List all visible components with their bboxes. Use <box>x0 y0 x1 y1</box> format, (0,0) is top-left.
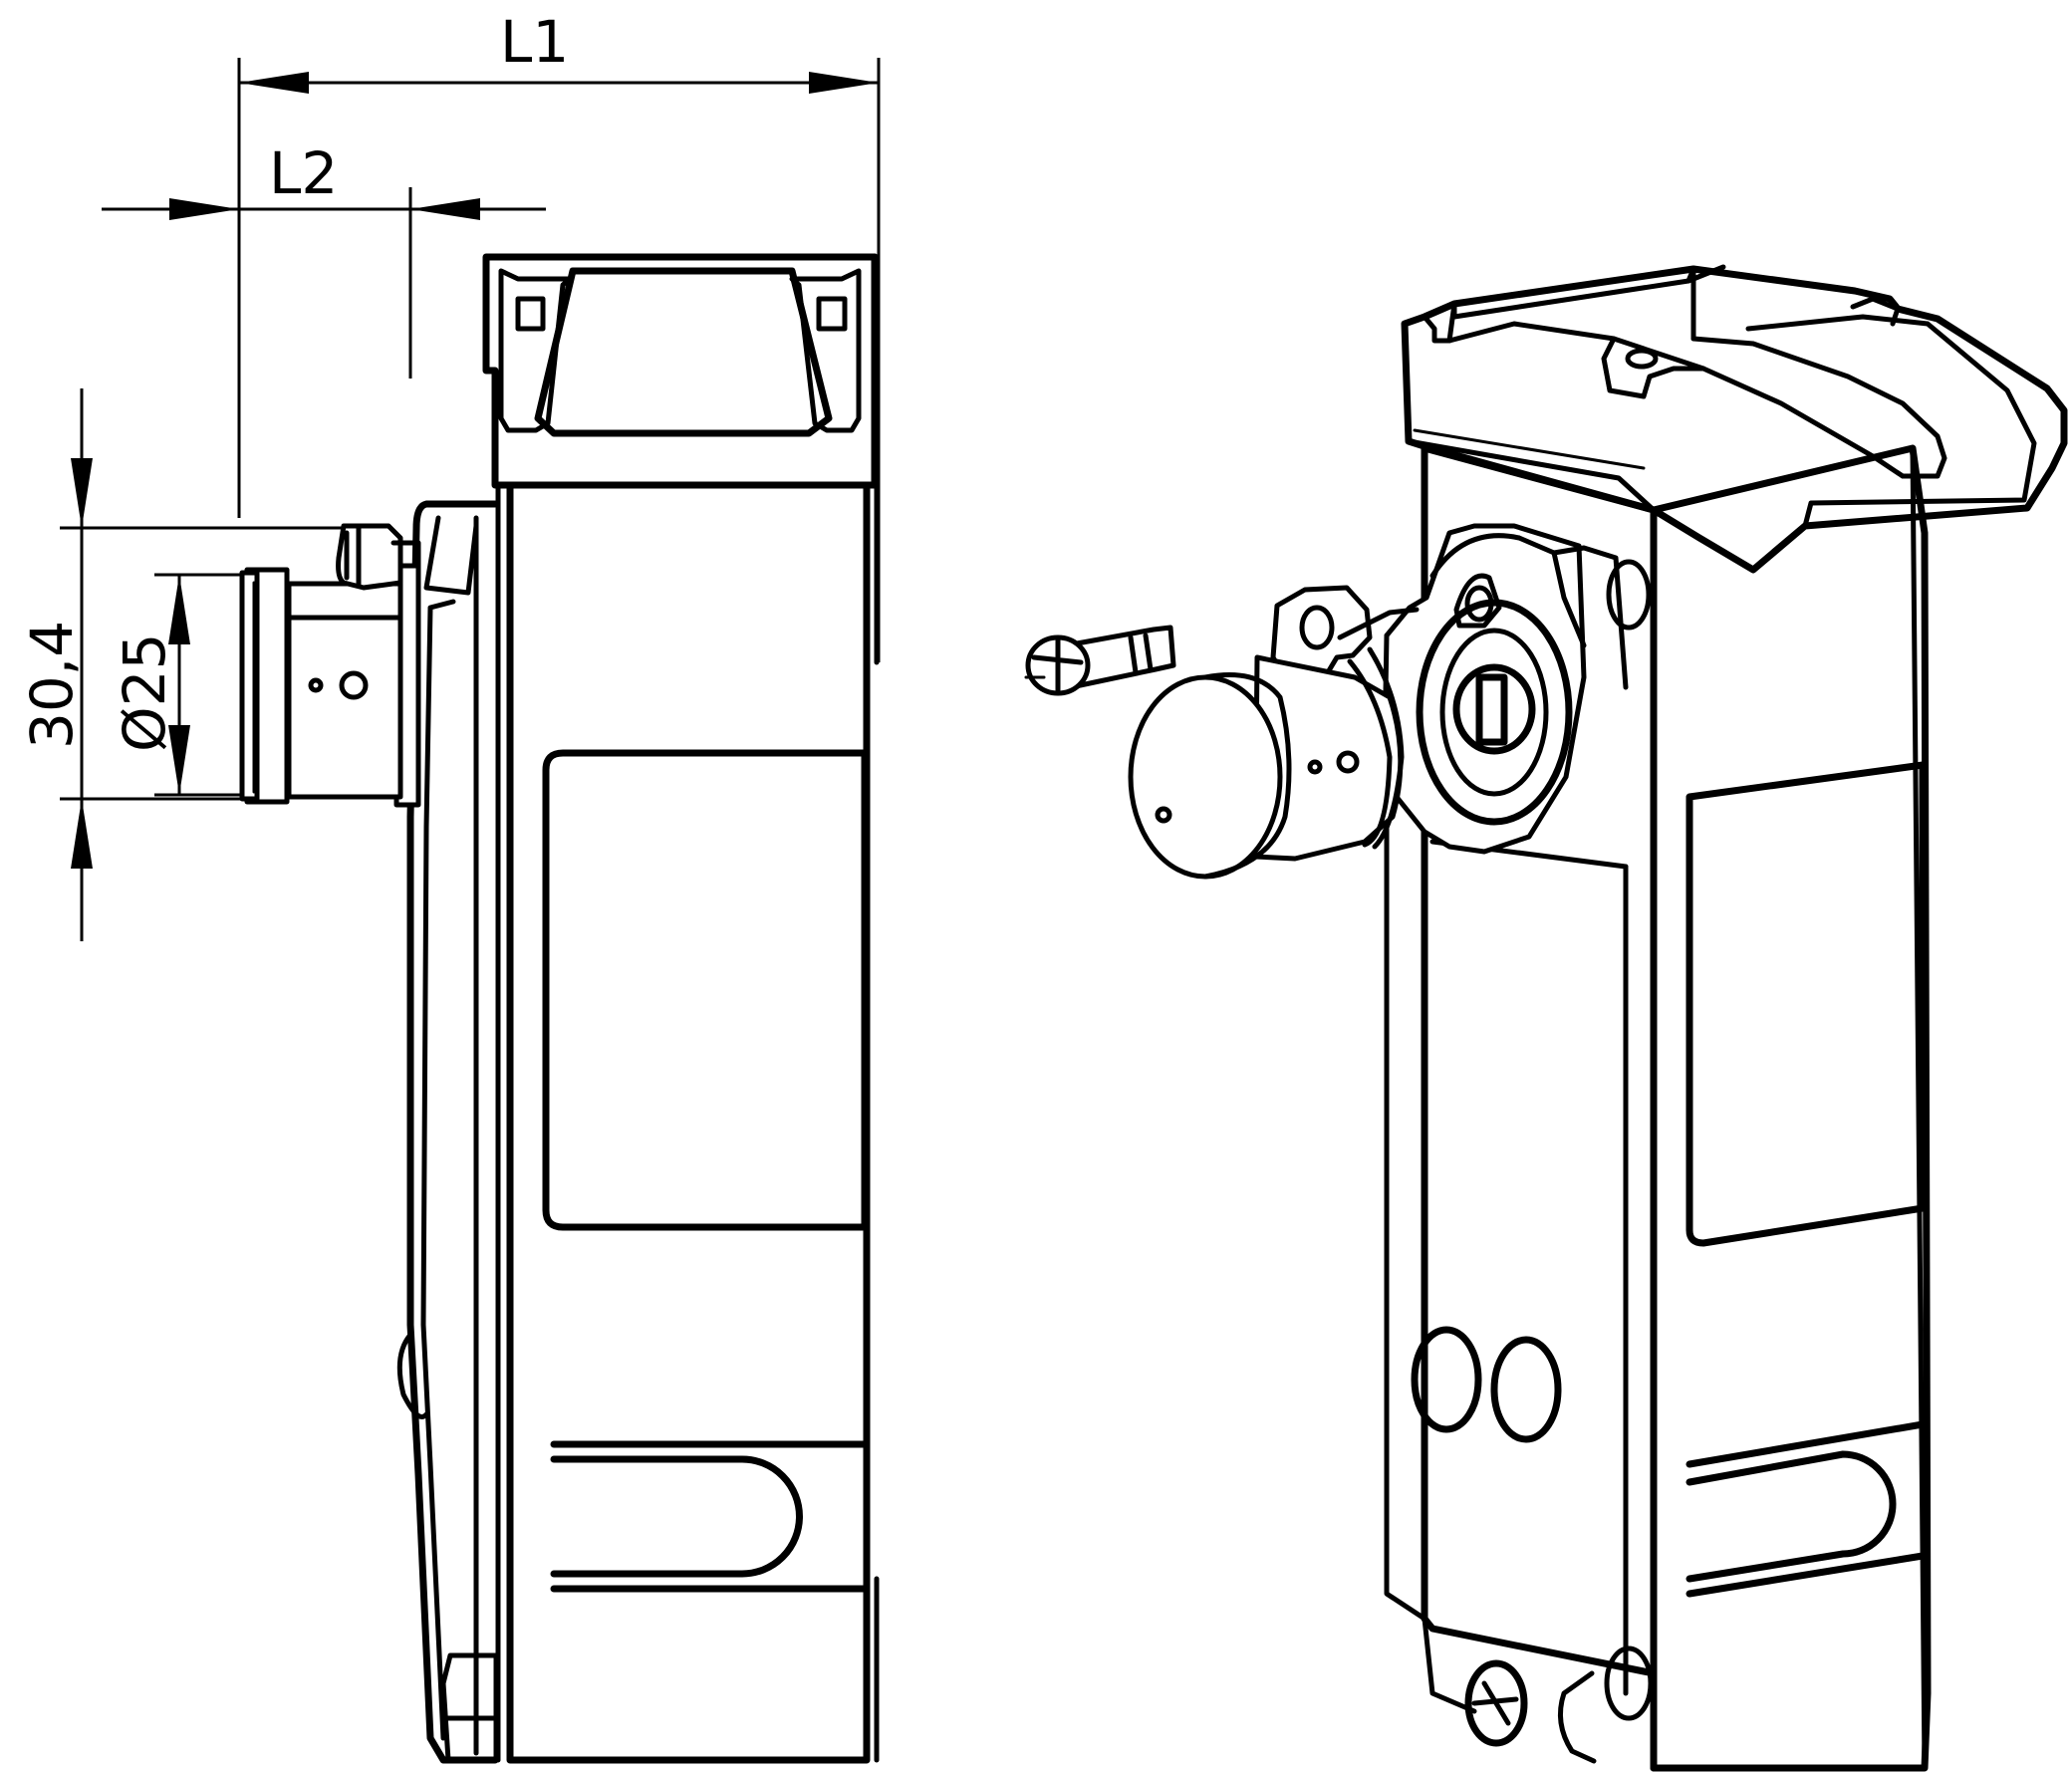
dimension-lines <box>60 58 881 941</box>
isometric-view <box>1024 264 2068 1772</box>
dimension-diameter-label: Ø25 <box>111 633 178 752</box>
dimension-l1-label: L1 <box>500 8 569 76</box>
side-view <box>239 253 880 1764</box>
dimension-height-label: 30,4 <box>18 621 86 749</box>
dimension-l2-label: L2 <box>269 139 338 207</box>
